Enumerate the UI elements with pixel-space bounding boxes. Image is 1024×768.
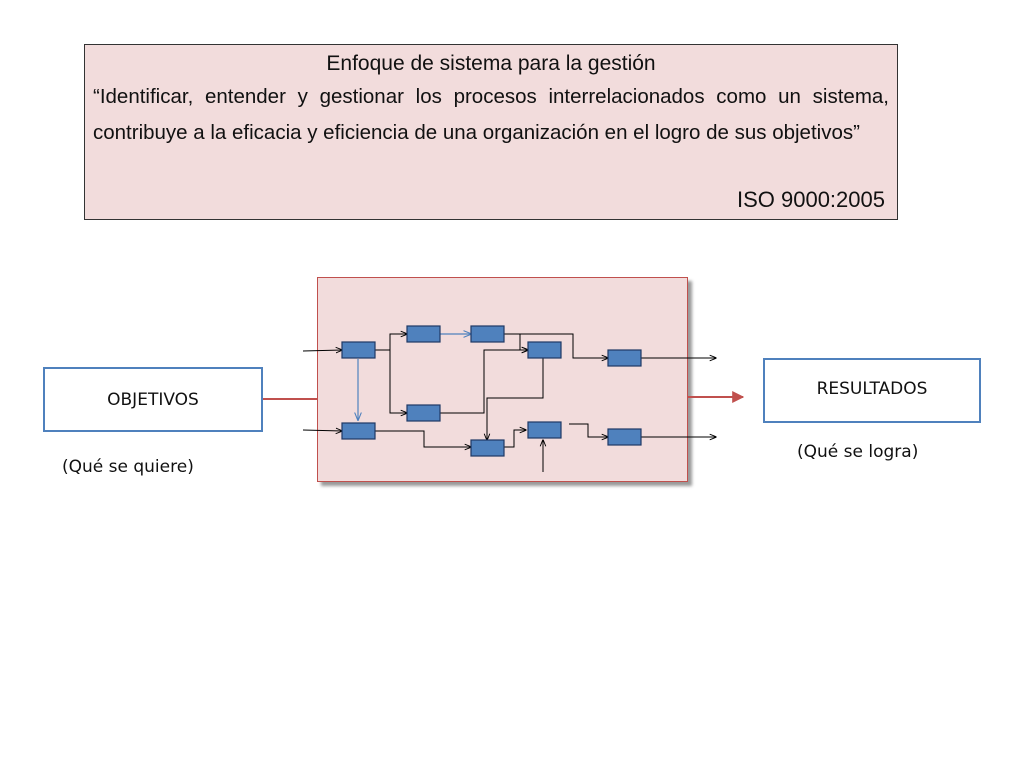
resultados-caption: (Qué se logra) (797, 442, 919, 462)
connector-line (504, 333, 608, 358)
objetivos-caption: (Qué se quiere) (62, 457, 194, 477)
process-box (470, 439, 505, 457)
process-box (607, 349, 642, 367)
connector-line (487, 358, 544, 440)
connector-line (440, 350, 528, 414)
quote-source: ISO 9000:2005 (736, 187, 885, 212)
process-box (470, 325, 505, 343)
external-input-line (302, 350, 342, 351)
connector-line (504, 333, 528, 350)
process-box (341, 422, 376, 440)
connector-line (569, 423, 608, 437)
objetivos-label: OBJETIVOS (107, 389, 199, 410)
process-box (527, 421, 562, 439)
process-box (406, 325, 441, 343)
quote-box: Enfoque de sistema para la gestión “Iden… (84, 44, 898, 220)
quote-body: “Identificar, entender y gestionar los p… (93, 85, 889, 144)
process-box (341, 341, 376, 359)
external-input-line (302, 430, 342, 431)
process-box (406, 404, 441, 422)
resultados-label: RESULTADOS (816, 378, 928, 399)
connector-line (389, 334, 407, 350)
process-box (607, 428, 642, 446)
quote-title: Enfoque de sistema para la gestión (326, 52, 656, 75)
process-box (527, 341, 562, 359)
connector-line (375, 349, 407, 413)
objetivos-box: OBJETIVOS (43, 367, 263, 432)
resultados-box: RESULTADOS (763, 358, 981, 423)
connector-line (375, 430, 471, 447)
connector-line (504, 430, 526, 448)
